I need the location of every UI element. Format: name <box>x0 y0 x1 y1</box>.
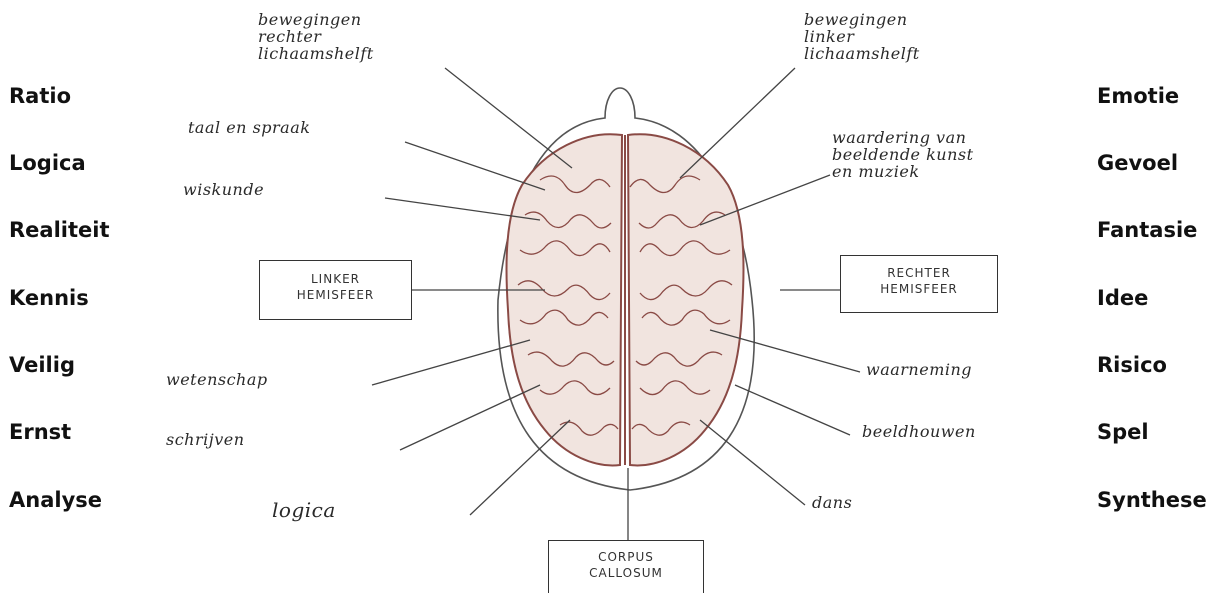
right-trait-2: Gevoel <box>1097 153 1178 174</box>
box-corpus-callosum: CORPUS CALLOSUM <box>548 540 704 593</box>
left-trait-2: Logica <box>9 153 86 174</box>
box-left-hemisphere: LINKER HEMISFEER <box>259 260 412 320</box>
label-art-music: waardering van beeldende kunst en muziek <box>832 130 974 180</box>
label-perception: waarneming <box>866 362 972 379</box>
right-trait-1: Emotie <box>1097 86 1179 107</box>
right-trait-6: Spel <box>1097 422 1149 443</box>
right-trait-7: Synthese <box>1097 490 1207 511</box>
box-right-hemisphere: RECHTER HEMISFEER <box>840 255 998 313</box>
label-dance: dans <box>812 495 852 512</box>
label-math: wiskunde <box>183 182 264 199</box>
label-logic: logica <box>272 500 336 521</box>
right-trait-4: Idee <box>1097 288 1148 309</box>
left-trait-4: Kennis <box>9 288 89 309</box>
label-sculpture: beeldhouwen <box>862 424 976 441</box>
label-language: taal en spraak <box>188 120 310 137</box>
left-trait-1: Ratio <box>9 86 71 107</box>
label-movement-left-body: bewegingen linker lichaamshelft <box>804 12 920 62</box>
left-trait-3: Realiteit <box>9 220 110 241</box>
label-writing: schrijven <box>166 432 245 449</box>
right-trait-3: Fantasie <box>1097 220 1197 241</box>
left-trait-6: Ernst <box>9 422 71 443</box>
left-trait-5: Veilig <box>9 355 75 376</box>
label-science: wetenschap <box>166 372 268 389</box>
left-trait-7: Analyse <box>9 490 102 511</box>
label-movement-right-body: bewegingen rechter lichaamshelft <box>258 12 374 62</box>
right-trait-5: Risico <box>1097 355 1167 376</box>
